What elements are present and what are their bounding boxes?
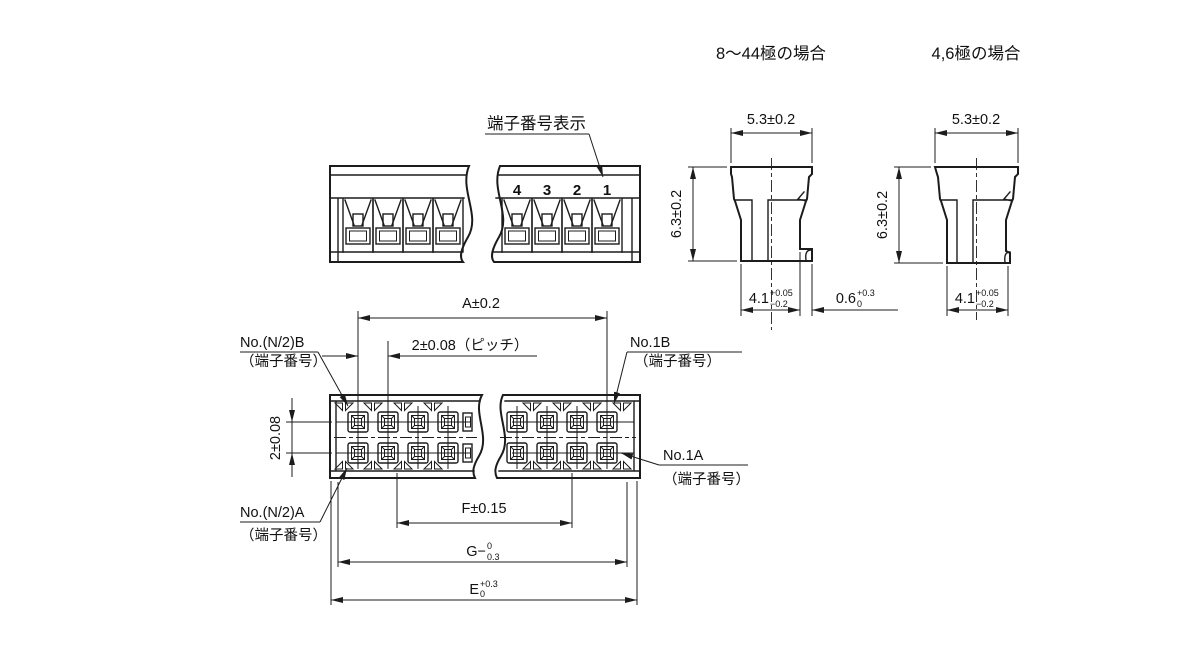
dim-a-label: A±0.2 bbox=[462, 296, 500, 312]
bottom-view: A±0.2 2±0.08（ピッチ） 2±0.08 F±0.15 G− 0 bbox=[240, 296, 750, 605]
dim-base-4-6-tol-upper: +0.05 bbox=[976, 288, 999, 298]
callout-n1b: No.1B （端子番号） bbox=[613, 335, 742, 405]
front-view: 端子番号表示 4 3 2 1 bbox=[329, 114, 641, 263]
callout-n1b-line1: No.1B bbox=[630, 335, 670, 351]
dim-row-pitch-label: 2±0.08 bbox=[268, 416, 284, 460]
dim-base-8-44-label: 4.1 bbox=[749, 291, 769, 307]
dim-height-4-6-label: 6.3±0.2 bbox=[875, 191, 891, 239]
dim-row-pitch: 2±0.08 bbox=[268, 398, 332, 477]
dim-g: G− 0 0.3 bbox=[337, 482, 628, 567]
dim-base-8-44-tol-upper: +0.05 bbox=[770, 288, 793, 298]
callout-n2b-line2: （端子番号） bbox=[240, 353, 327, 370]
dim-foot-8-44: 0.6 +0.3 0 bbox=[811, 264, 898, 316]
dim-e-tol-upper: +0.3 bbox=[480, 579, 498, 589]
callout-n2a-line1: No.(N/2)A bbox=[240, 505, 305, 521]
dim-e-label: E bbox=[469, 582, 479, 598]
dim-base-4-6: 4.1 +0.05 −0.2 bbox=[946, 266, 1009, 316]
dim-base-8-44: 4.1 +0.05 −0.2 bbox=[740, 252, 801, 316]
dim-pitch-label: 2±0.08（ピッチ） bbox=[412, 337, 529, 354]
callout-n2a-line2: （端子番号） bbox=[240, 527, 327, 544]
dim-foot-8-44-label: 0.6 bbox=[836, 291, 856, 307]
callout-n2a: No.(N/2)A （端子番号） bbox=[240, 467, 348, 544]
dim-foot-8-44-tol-upper: +0.3 bbox=[857, 288, 875, 298]
side-view-4-6: 5.3±0.2 6.3±0.2 4.1 +0.05 −0.2 bbox=[875, 112, 1019, 320]
dim-width-4-6-label: 5.3±0.2 bbox=[952, 112, 1000, 128]
terminal-number-2: 2 bbox=[573, 182, 581, 199]
dim-g-tol-lower: 0.3 bbox=[487, 552, 500, 562]
side-view-8-44: 5.3±0.2 6.3±0.2 4.1 +0.05 −0.2 0.6 +0.3 … bbox=[669, 112, 898, 330]
dim-e: E +0.3 0 bbox=[330, 481, 638, 605]
dim-e-tol-lower: 0 bbox=[480, 589, 485, 599]
callout-n1a-line1: No.1A bbox=[663, 448, 704, 464]
dim-height-4-6: 6.3±0.2 bbox=[875, 166, 943, 264]
callout-n2b: No.(N/2)B （端子番号） bbox=[240, 335, 349, 407]
dim-a: A±0.2 bbox=[358, 296, 607, 321]
terminal-number-1: 1 bbox=[603, 182, 611, 199]
terminal-number-4: 4 bbox=[513, 182, 522, 199]
dim-base-8-44-tol-lower: −0.2 bbox=[770, 299, 788, 309]
header-4-6: 4,6極の場合 bbox=[932, 44, 1021, 63]
header-8-44: 8～44極の場合 bbox=[716, 44, 826, 63]
terminal-number-3: 3 bbox=[543, 182, 551, 199]
callout-n1b-line2: （端子番号） bbox=[634, 353, 721, 370]
dim-pitch: 2±0.08（ピッチ） bbox=[322, 337, 537, 359]
callout-n1a-line2: （端子番号） bbox=[663, 471, 750, 488]
dim-width-8-44-label: 5.3±0.2 bbox=[747, 112, 795, 128]
dim-base-4-6-tol-lower: −0.2 bbox=[976, 299, 994, 309]
terminal-number-callout: 端子番号表示 bbox=[487, 114, 586, 133]
dim-g-tol-upper: 0 bbox=[487, 541, 492, 551]
dim-height-8-44: 6.3±0.2 bbox=[669, 166, 737, 262]
callout-n2b-line1: No.(N/2)B bbox=[240, 335, 304, 351]
dim-width-4-6: 5.3±0.2 bbox=[934, 112, 1019, 163]
dim-base-4-6-label: 4.1 bbox=[955, 291, 975, 307]
dim-f-label: F±0.15 bbox=[461, 501, 506, 517]
callout-n1a: No.1A （端子番号） bbox=[620, 448, 750, 488]
dim-foot-8-44-tol-lower: 0 bbox=[857, 299, 862, 309]
dim-g-label: G− bbox=[466, 544, 486, 560]
dim-width-8-44: 5.3±0.2 bbox=[730, 112, 813, 163]
dim-f: F±0.15 bbox=[396, 473, 573, 528]
dim-height-8-44-label: 6.3±0.2 bbox=[669, 190, 685, 238]
